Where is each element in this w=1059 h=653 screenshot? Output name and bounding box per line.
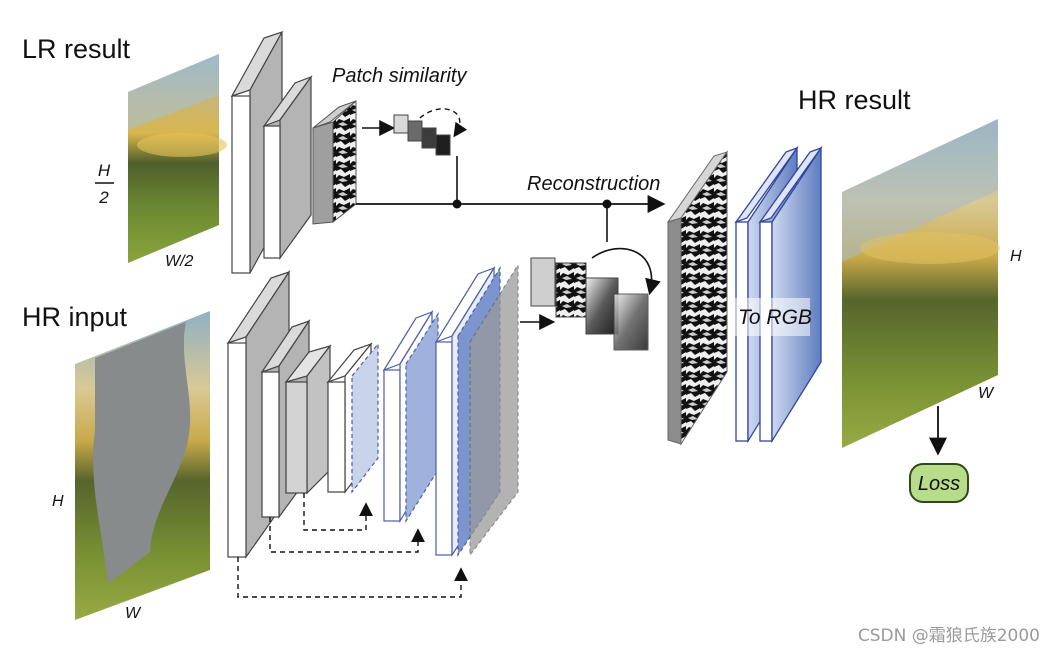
reconstruction-label: Reconstruction: [527, 173, 660, 195]
hr-encoder-layers: [226, 270, 332, 559]
to-rgb-label: To RGB: [738, 306, 812, 329]
hr-input-height-label: H: [52, 493, 64, 510]
lr-result-image: [128, 54, 227, 263]
loss-box: [909, 463, 969, 503]
skip-connections: [237, 493, 468, 598]
recon-loop-arrow: [591, 247, 661, 296]
lr-height-den: 2: [98, 188, 109, 207]
lr-result-title: LR result: [22, 34, 131, 64]
hr-decoder-layers: [326, 262, 519, 557]
to-rgb-layers: [734, 145, 823, 444]
hr-input-image: [75, 311, 210, 620]
hr-result-height-label: H: [1010, 248, 1022, 265]
hr-result-width-label: W: [978, 385, 995, 402]
lr-feature-map: [312, 99, 357, 225]
patch-similarity-loop-arrow: [419, 108, 468, 138]
hr-input-mask: [93, 322, 191, 584]
patch-blocks: [393, 114, 451, 156]
reconstructed-feature-map: [666, 150, 729, 446]
lr-height-num: H: [98, 161, 111, 180]
to-rgb-label-backdrop: [728, 298, 810, 336]
hr-input-width-label: W: [125, 605, 142, 622]
patch-similarity-label: Patch similarity: [332, 65, 467, 87]
lr-encoder-layers: [230, 30, 313, 274]
hr-result-title: HR result: [798, 85, 911, 115]
hr-input-title: HR input: [22, 302, 128, 332]
watermark: CSDN @霜狼氏族2000: [858, 626, 1040, 646]
reconstruction-blocks: [530, 257, 649, 351]
hr-result-image: [842, 119, 1000, 448]
lr-width-label: W/2: [165, 253, 194, 270]
junction-dot-1: [452, 199, 462, 209]
loss-label: Loss: [918, 473, 960, 495]
